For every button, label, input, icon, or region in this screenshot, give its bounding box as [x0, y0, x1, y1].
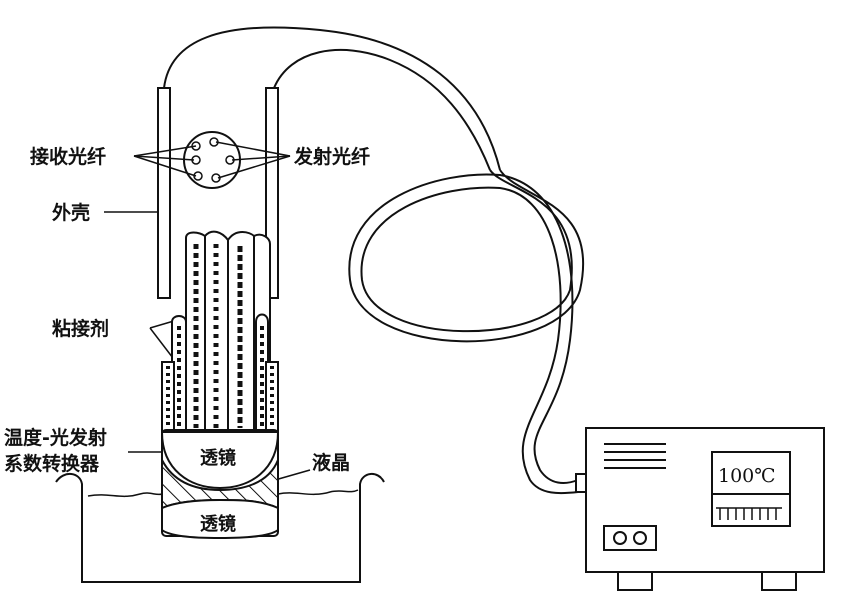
temperature-light-converter: [160, 429, 280, 540]
label-lens-top: 透镜: [200, 447, 236, 469]
label-liquid-crystal: 液晶: [312, 451, 350, 474]
label-emit-fiber: 发射光纤: [293, 145, 370, 168]
button-panel: [603, 525, 657, 551]
housing-walls: [157, 87, 279, 299]
temperature-instrument: [585, 427, 825, 591]
knob-right[interactable]: [633, 531, 647, 545]
liquid-bath: [55, 473, 385, 583]
temperature-display: [711, 451, 791, 527]
fiber-bundle-cross-section: [183, 131, 241, 189]
label-converter-line1: 温度-光发射: [4, 426, 107, 449]
label-lens-bottom: 透镜: [200, 513, 236, 535]
display-temperature-value: 100℃: [718, 465, 776, 487]
cable-connector: [575, 473, 587, 493]
label-housing: 外壳: [52, 201, 90, 224]
display-scale: [716, 507, 782, 520]
label-receive-fiber: 接收光纤: [30, 145, 106, 168]
knob-left[interactable]: [613, 531, 627, 545]
label-converter-line2: 系数转换器: [4, 452, 100, 475]
fiber-cable: [163, 26, 585, 495]
probe-fibers: [161, 230, 279, 433]
label-adhesive: 粘接剂: [52, 317, 109, 340]
